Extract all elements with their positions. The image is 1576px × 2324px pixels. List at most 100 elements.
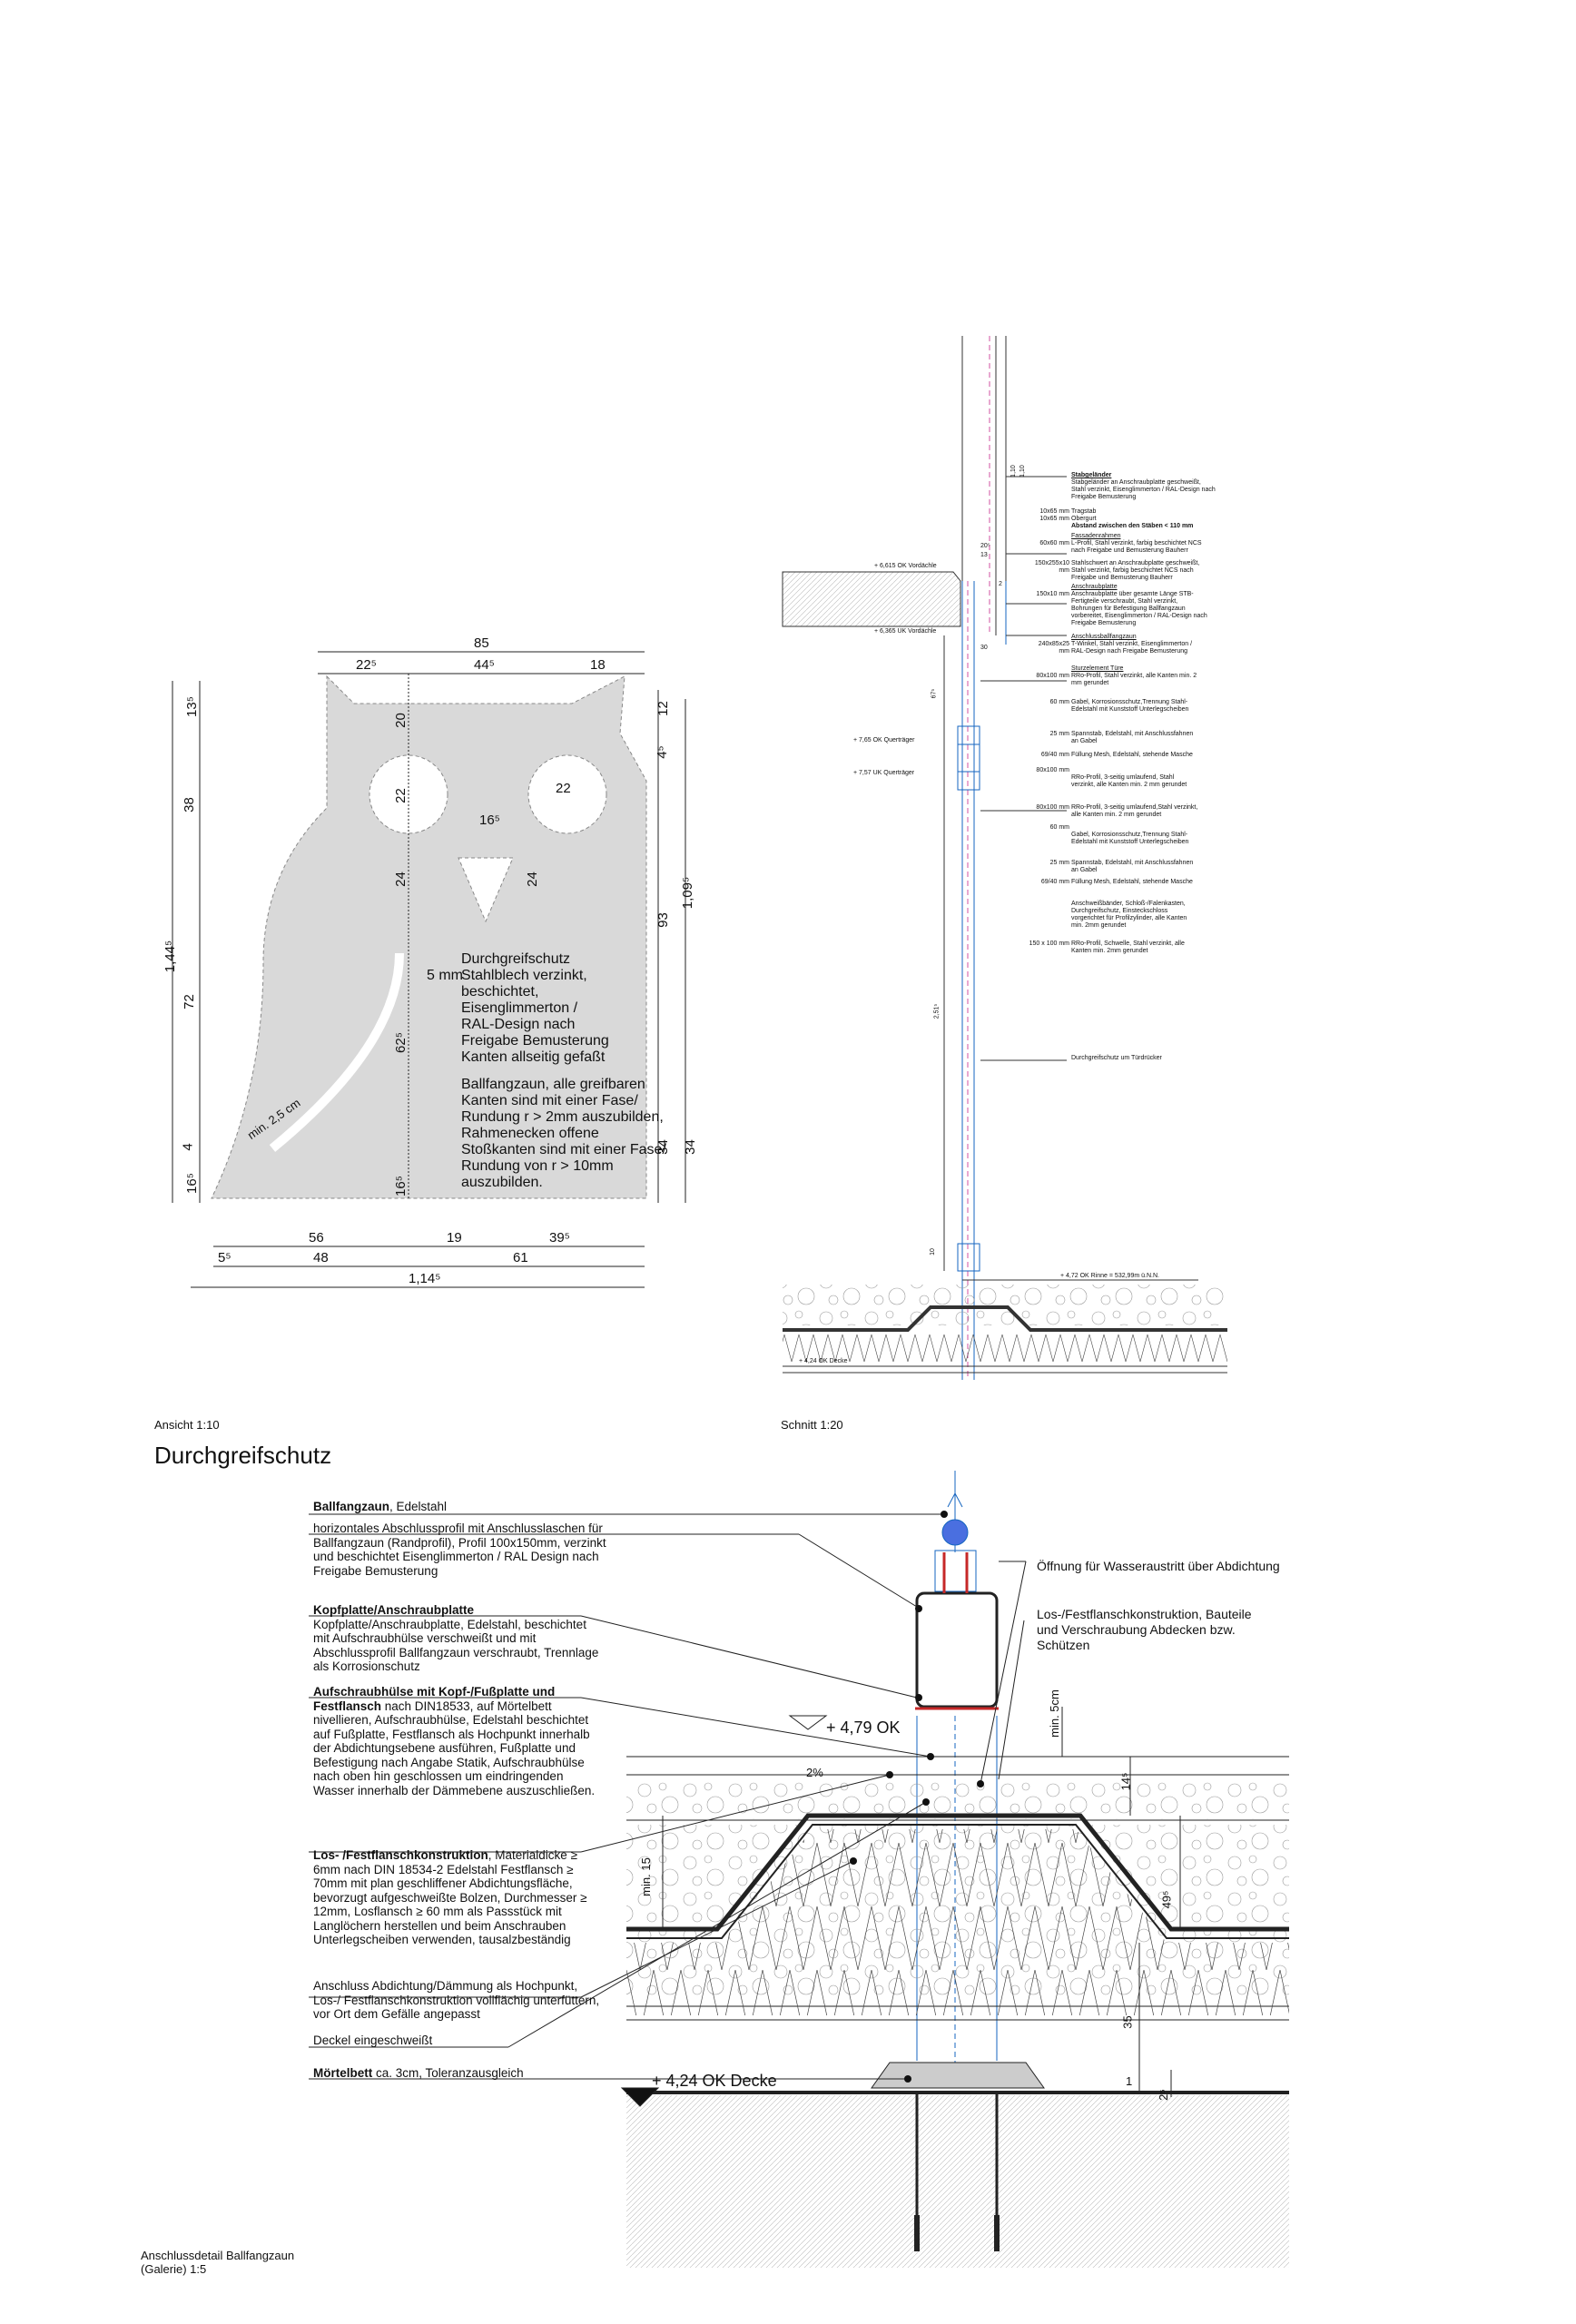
- section-note-mm: 60 mm: [1049, 699, 1069, 705]
- section-note-text: Anschweißbänder, Schloß-/Falenkasten, Du…: [1071, 901, 1187, 929]
- owl-note-line: Kanten sind mit einer Fase/: [461, 1093, 638, 1108]
- detail-dim-35: 35: [1120, 2015, 1135, 2029]
- owl-thickness: 5 mm: [427, 968, 463, 983]
- owl-dim-bottom-d: 5⁵: [218, 1250, 231, 1265]
- section-level-uk-vordaechle: + 6,365 UK Vordächle: [874, 628, 937, 635]
- owl-note-line: Ballfangzaun, alle greifbaren: [461, 1077, 645, 1092]
- owl-note-line: Rundung von r > 10mm: [461, 1158, 614, 1174]
- owl-shape: [211, 675, 647, 1199]
- owl-dim-top-overall: 85: [474, 635, 489, 651]
- callout-abschlussprofil: horizontales Abschlussprofil mit Anschlu…: [313, 1521, 606, 1578]
- section-note-text: Füllung Mesh, Edelstahl, stehende Masche: [1071, 752, 1193, 758]
- detail-dim-min5: min. 5cm: [1047, 1689, 1061, 1738]
- section-note-mm: 240x85x25 mm: [1038, 641, 1069, 655]
- detail-dim-slope: 2%: [806, 1766, 823, 1779]
- owl-dim-bottom-overall: 1,14⁵: [409, 1271, 441, 1286]
- section-note-mm: 60 mm: [1049, 824, 1069, 831]
- detail-dim-1: 1: [1126, 2074, 1133, 2088]
- owl-spec-line: RAL-Design nach: [461, 1017, 576, 1032]
- owl-dim-bottom-a: 56: [309, 1230, 324, 1246]
- callout-anschluss-abdichtung: Anschluss Abdichtung/Dämmung als Hochpun…: [313, 1979, 600, 2021]
- section-note-mm: 25 mm: [1049, 731, 1069, 737]
- section-note-text: Füllung Mesh, Edelstahl, stehende Masche: [1071, 879, 1193, 885]
- detail-level-top: + 4,79 OK: [826, 1718, 901, 1737]
- owl-spec-line: Kanten allseitig gefaßt: [461, 1049, 606, 1065]
- owl-dim-beak-width: 16⁵: [479, 812, 500, 828]
- owl-dim-bottom-c: 39⁵: [549, 1230, 570, 1246]
- section-note-mm: 10x65 mm: [1039, 508, 1069, 515]
- owl-spec-line: beschichtet,: [461, 984, 539, 1000]
- detail-note-flange-line: und Verschraubung Abdecken bzw.: [1037, 1622, 1236, 1637]
- section-caption: Schnitt 1:20: [781, 1418, 843, 1432]
- section-note-text: Durchgreifschutz um Türdrücker: [1071, 1055, 1162, 1061]
- owl-dim-eye: 22: [556, 781, 571, 796]
- detail-level-bottom: + 4,24 OK Decke: [652, 2072, 777, 2090]
- section-note-text: Spannstab, Edelstahl, mit Anschlussfahne…: [1071, 860, 1194, 873]
- section-note-text: Gabel, Korrosionsschutz,Trennung Stahl-E…: [1071, 699, 1189, 713]
- owl-note-line: Stoßkanten sind mit einer Fase/: [461, 1142, 666, 1157]
- owl-dimension-lines: [172, 651, 686, 1288]
- owl-caption: Ansicht 1:10: [154, 1418, 220, 1432]
- section-note-text: Obergurt: [1071, 516, 1097, 522]
- owl-note-line: Rahmenecken offene: [461, 1126, 599, 1141]
- callout-moertelbett: Mörtelbett ca. 3cm, Toleranzausgleich: [313, 2066, 524, 2080]
- section-level-ok-rinne: + 4,72 OK Rinne = 532,99m ü.N.N.: [1060, 1273, 1159, 1279]
- section-note-mm: 150x10 mm: [1036, 591, 1069, 597]
- section-note-text: Stahlschwert an Anschraubplatte geschwei…: [1071, 560, 1200, 581]
- callout-flansch: Los- /Festflanschkonstruktion, Materiald…: [313, 1848, 587, 1946]
- owl-spec-line: Eisenglimmerton /: [461, 1000, 578, 1016]
- owl-dim-top-c: 18: [590, 657, 606, 673]
- section-note-mm: 80x100 mm: [1036, 804, 1069, 811]
- detail-dim-49-5: 49⁵: [1159, 1890, 1174, 1909]
- section-note-mm: 80x100 mm: [1036, 767, 1069, 773]
- detail-dim-2-5: 2⁵: [1156, 2089, 1170, 2101]
- owl-title-heading: Durchgreifschutz: [461, 951, 571, 967]
- owl-dim-bottom-f: 61: [513, 1250, 528, 1265]
- section-dim: 2: [999, 581, 1002, 587]
- section-note-head: Anschraubplatte: [1071, 584, 1118, 590]
- section-note-mm: 69/40 mm: [1040, 879, 1069, 885]
- section-note-mm: 69/40 mm: [1040, 752, 1069, 758]
- section-note-mm: 150 x 100 mm: [1029, 940, 1069, 947]
- owl-dim-bottom-b: 19: [447, 1230, 462, 1246]
- section-note-text: L-Profil, Stahl verzinkt, farbig beschic…: [1071, 540, 1202, 554]
- owl-dim-top-b: 44⁵: [474, 657, 495, 673]
- callout-deckel: Deckel eingeschweißt: [313, 2034, 433, 2047]
- section-note-text: Gabel, Korrosionsschutz,Trennung Stahl-E…: [1071, 832, 1189, 845]
- detail-note-flange-line: Los-/Festflanschkonstruktion, Bauteile: [1037, 1607, 1252, 1621]
- section-note-head: Sturzelement Türe: [1071, 665, 1124, 672]
- section-note-text: RRo-Profil, 3-seitig umlaufend,Stahl ver…: [1071, 804, 1198, 818]
- section-level-ok-quertraeger: + 7,65 OK Querträger: [853, 737, 915, 743]
- owl-note-line: auszubilden.: [461, 1175, 543, 1190]
- owl-spec-line: Stahlblech verzinkt,: [461, 968, 587, 983]
- section-note-text: Anschraubplatte über gesamte Länge STB-F…: [1071, 591, 1207, 626]
- owl-note-block: Ballfangzaun, alle greifbaren Kanten sin…: [461, 1077, 666, 1191]
- owl-dim-top-a: 22⁵: [356, 657, 377, 673]
- owl-note-line: Rundung r > 2mm auszubilden,: [461, 1109, 664, 1125]
- detail-caption-line: (Galerie) 1:5: [141, 2262, 207, 2276]
- owl-spec-line: Freigabe Bemusterung: [461, 1033, 609, 1049]
- section-level-ok-decke: + 4,24 OK Decke: [799, 1358, 848, 1364]
- section-note-text: Stabgeländer an Anschraubplatte geschwei…: [1071, 479, 1216, 500]
- detail-caption-line: Anschlussdetail Ballfangzaun: [141, 2249, 295, 2262]
- section-note-text: RRo-Profil, 3-seitig umlaufend, Stahl ve…: [1071, 774, 1187, 788]
- section-note-text: T-Winkel, Stahl verzinkt, Eisenglimmerto…: [1071, 641, 1193, 655]
- callout-ballfangzaun: Ballfangzaun, Edelstahl: [313, 1500, 448, 1513]
- callout-aufschraubhuelse: Aufschraubhülse mit Kopf-/Fußplatte und …: [313, 1685, 596, 1797]
- page-title: Durchgreifschutz: [154, 1442, 332, 1469]
- section-dim: 30: [980, 645, 988, 651]
- section-note-head: Stabgeländer: [1071, 472, 1112, 478]
- section-note-head: Fassadenrahmen: [1071, 533, 1121, 539]
- section-dim: 20⁵: [980, 543, 990, 549]
- section-note-head: Anschlussballfangzaun: [1071, 634, 1137, 640]
- detail-note-opening: Öffnung für Wasseraustritt über Abdichtu…: [1037, 1559, 1280, 1573]
- detail-caption: Anschlussdetail Ballfangzaun (Galerie) 1…: [141, 2249, 294, 2276]
- detail-dim-14-5: 14⁵: [1118, 1772, 1133, 1791]
- section-note-mm: 60x60 mm: [1039, 540, 1069, 547]
- section-note-mm: 10x65 mm: [1039, 516, 1069, 522]
- section-level-ok-vordaechle: + 6,615 OK Vordächle: [874, 563, 937, 569]
- section-note-text: RRo-Profil, Schwelle, Stahl verzinkt, al…: [1071, 940, 1185, 954]
